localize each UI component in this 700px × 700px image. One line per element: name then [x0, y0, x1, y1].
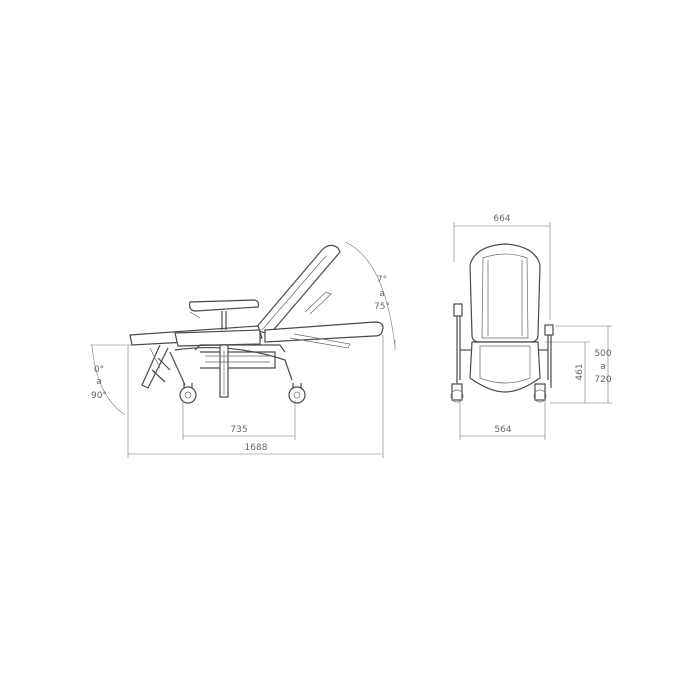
- caster-wheels: [179, 383, 306, 404]
- back-angle-max: 75°: [374, 302, 390, 312]
- front-seat: [469, 341, 541, 393]
- back-angle-min: 7°: [377, 275, 387, 285]
- wheelbase-label: 735: [230, 425, 247, 435]
- armrest-height-min: 500: [594, 349, 611, 359]
- seat: [129, 325, 263, 347]
- wheel-track-label: 564: [494, 425, 511, 435]
- seat-angle-sep: a: [96, 377, 102, 387]
- armrest-height-max: 720: [594, 375, 611, 385]
- wheelbase-dimension: 735: [182, 400, 296, 440]
- front-view-chair: [450, 243, 554, 403]
- seat-angle-min: 0°: [94, 365, 104, 375]
- armrest: [189, 299, 260, 330]
- front-frame: [450, 349, 552, 403]
- armrest-height-sep: a: [600, 362, 606, 372]
- front-armrests: [453, 303, 554, 380]
- overall-width-label: 664: [493, 214, 510, 224]
- front-backrest: [469, 243, 541, 343]
- seat-angle-indicator: 0° a 90°: [90, 344, 132, 416]
- seat-angle-max: 90°: [91, 391, 107, 401]
- overall-length-label: 1688: [245, 443, 268, 453]
- overall-width-dimension: 664: [453, 214, 551, 320]
- seat-height-label: 461: [575, 363, 585, 380]
- side-view-chair: [129, 244, 384, 404]
- base-frame: [169, 344, 293, 398]
- foot-support: [141, 344, 171, 389]
- back-angle-sep: a: [379, 289, 385, 299]
- seat-height-dimension: 461: [545, 341, 612, 404]
- wheel-track-dimension: 564: [459, 400, 546, 440]
- overall-length-dimension: 1688: [127, 335, 384, 458]
- backrest: [252, 244, 341, 335]
- back-angle-indicator: 7° a 75°: [344, 241, 396, 350]
- armrest-height-dimension: 500 a 720: [555, 325, 612, 403]
- leg-rest: [264, 321, 384, 349]
